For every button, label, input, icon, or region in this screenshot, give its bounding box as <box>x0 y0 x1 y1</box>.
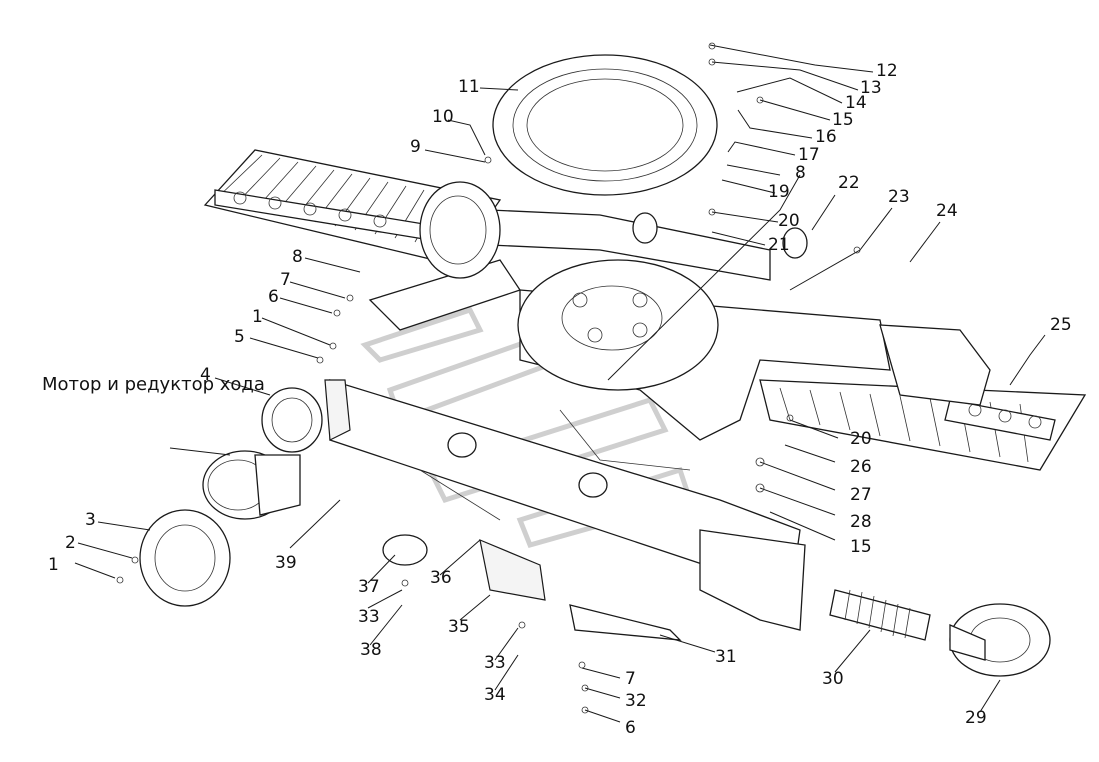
callout-25: 25 <box>1050 315 1072 335</box>
track-guide-35 <box>479 539 546 601</box>
callout-26: 26 <box>850 457 872 477</box>
callout-20a: 20 <box>778 211 800 231</box>
callout-19: 19 <box>768 182 790 202</box>
callout-27: 27 <box>850 485 872 505</box>
callout-31: 31 <box>715 647 737 667</box>
callout-6a: 6 <box>268 287 279 307</box>
recoil-spring <box>829 589 931 641</box>
callout-35: 35 <box>448 617 470 637</box>
callout-38: 38 <box>360 640 382 660</box>
swing-bearing-ring <box>492 54 718 196</box>
callout-4: 4 <box>200 365 211 385</box>
callout-2a: 2 <box>65 533 76 553</box>
fasteners <box>116 42 861 714</box>
callout-1a: 1 <box>48 555 59 575</box>
callout-9: 9 <box>410 137 421 157</box>
callout-37: 37 <box>358 577 380 597</box>
callout-30: 30 <box>822 669 844 689</box>
callout-15b: 15 <box>850 537 872 557</box>
leader-lines <box>74 44 1046 723</box>
callout-33b: 33 <box>484 653 506 673</box>
callout-11: 11 <box>458 77 480 97</box>
callout-36: 36 <box>430 568 452 588</box>
callout-21: 21 <box>768 235 790 255</box>
callout-6b: 6 <box>625 718 636 738</box>
callout-24: 24 <box>936 201 958 221</box>
callout-3a: 3 <box>85 510 96 530</box>
callout-15a: 15 <box>832 110 854 130</box>
callout-28: 28 <box>850 512 872 532</box>
front-idler <box>949 603 1051 677</box>
callout-7b: 7 <box>625 669 636 689</box>
callout-32: 32 <box>625 691 647 711</box>
callout-10: 10 <box>432 107 454 127</box>
right-track-chain <box>759 379 1087 471</box>
travel-motor-caption: Мотор и редуктор хода <box>42 374 265 395</box>
callout-5: 5 <box>234 327 245 347</box>
callout-17: 17 <box>798 145 820 165</box>
callout-29: 29 <box>965 708 987 728</box>
final-drive-housing <box>261 387 323 453</box>
carrier-rollers <box>447 212 808 498</box>
callout-8b: 8 <box>795 163 806 183</box>
callout-23: 23 <box>888 187 910 207</box>
travel-motor <box>202 450 301 520</box>
callout-16: 16 <box>815 127 837 147</box>
callout-22: 22 <box>838 173 860 193</box>
callout-14: 14 <box>845 93 867 113</box>
guard-plate-31 <box>569 604 682 641</box>
center-turntable <box>517 259 719 391</box>
callout-33a: 33 <box>358 607 380 627</box>
callout-39: 39 <box>275 553 297 573</box>
drive-sprocket <box>139 509 231 607</box>
callout-12: 12 <box>876 61 898 81</box>
callout-8a: 8 <box>292 247 303 267</box>
left-sprocket-assembly <box>419 181 501 279</box>
callout-7a: 7 <box>280 270 291 290</box>
callout-34: 34 <box>484 685 506 705</box>
callout-20b: 20 <box>850 429 872 449</box>
callout-labels: 1 2 3 1 5 6 7 8 4 9 10 11 12 13 14 15 16… <box>48 61 1072 738</box>
callout-13: 13 <box>860 78 882 98</box>
callout-1b: 1 <box>252 307 263 327</box>
track-roller-37 <box>382 534 428 566</box>
